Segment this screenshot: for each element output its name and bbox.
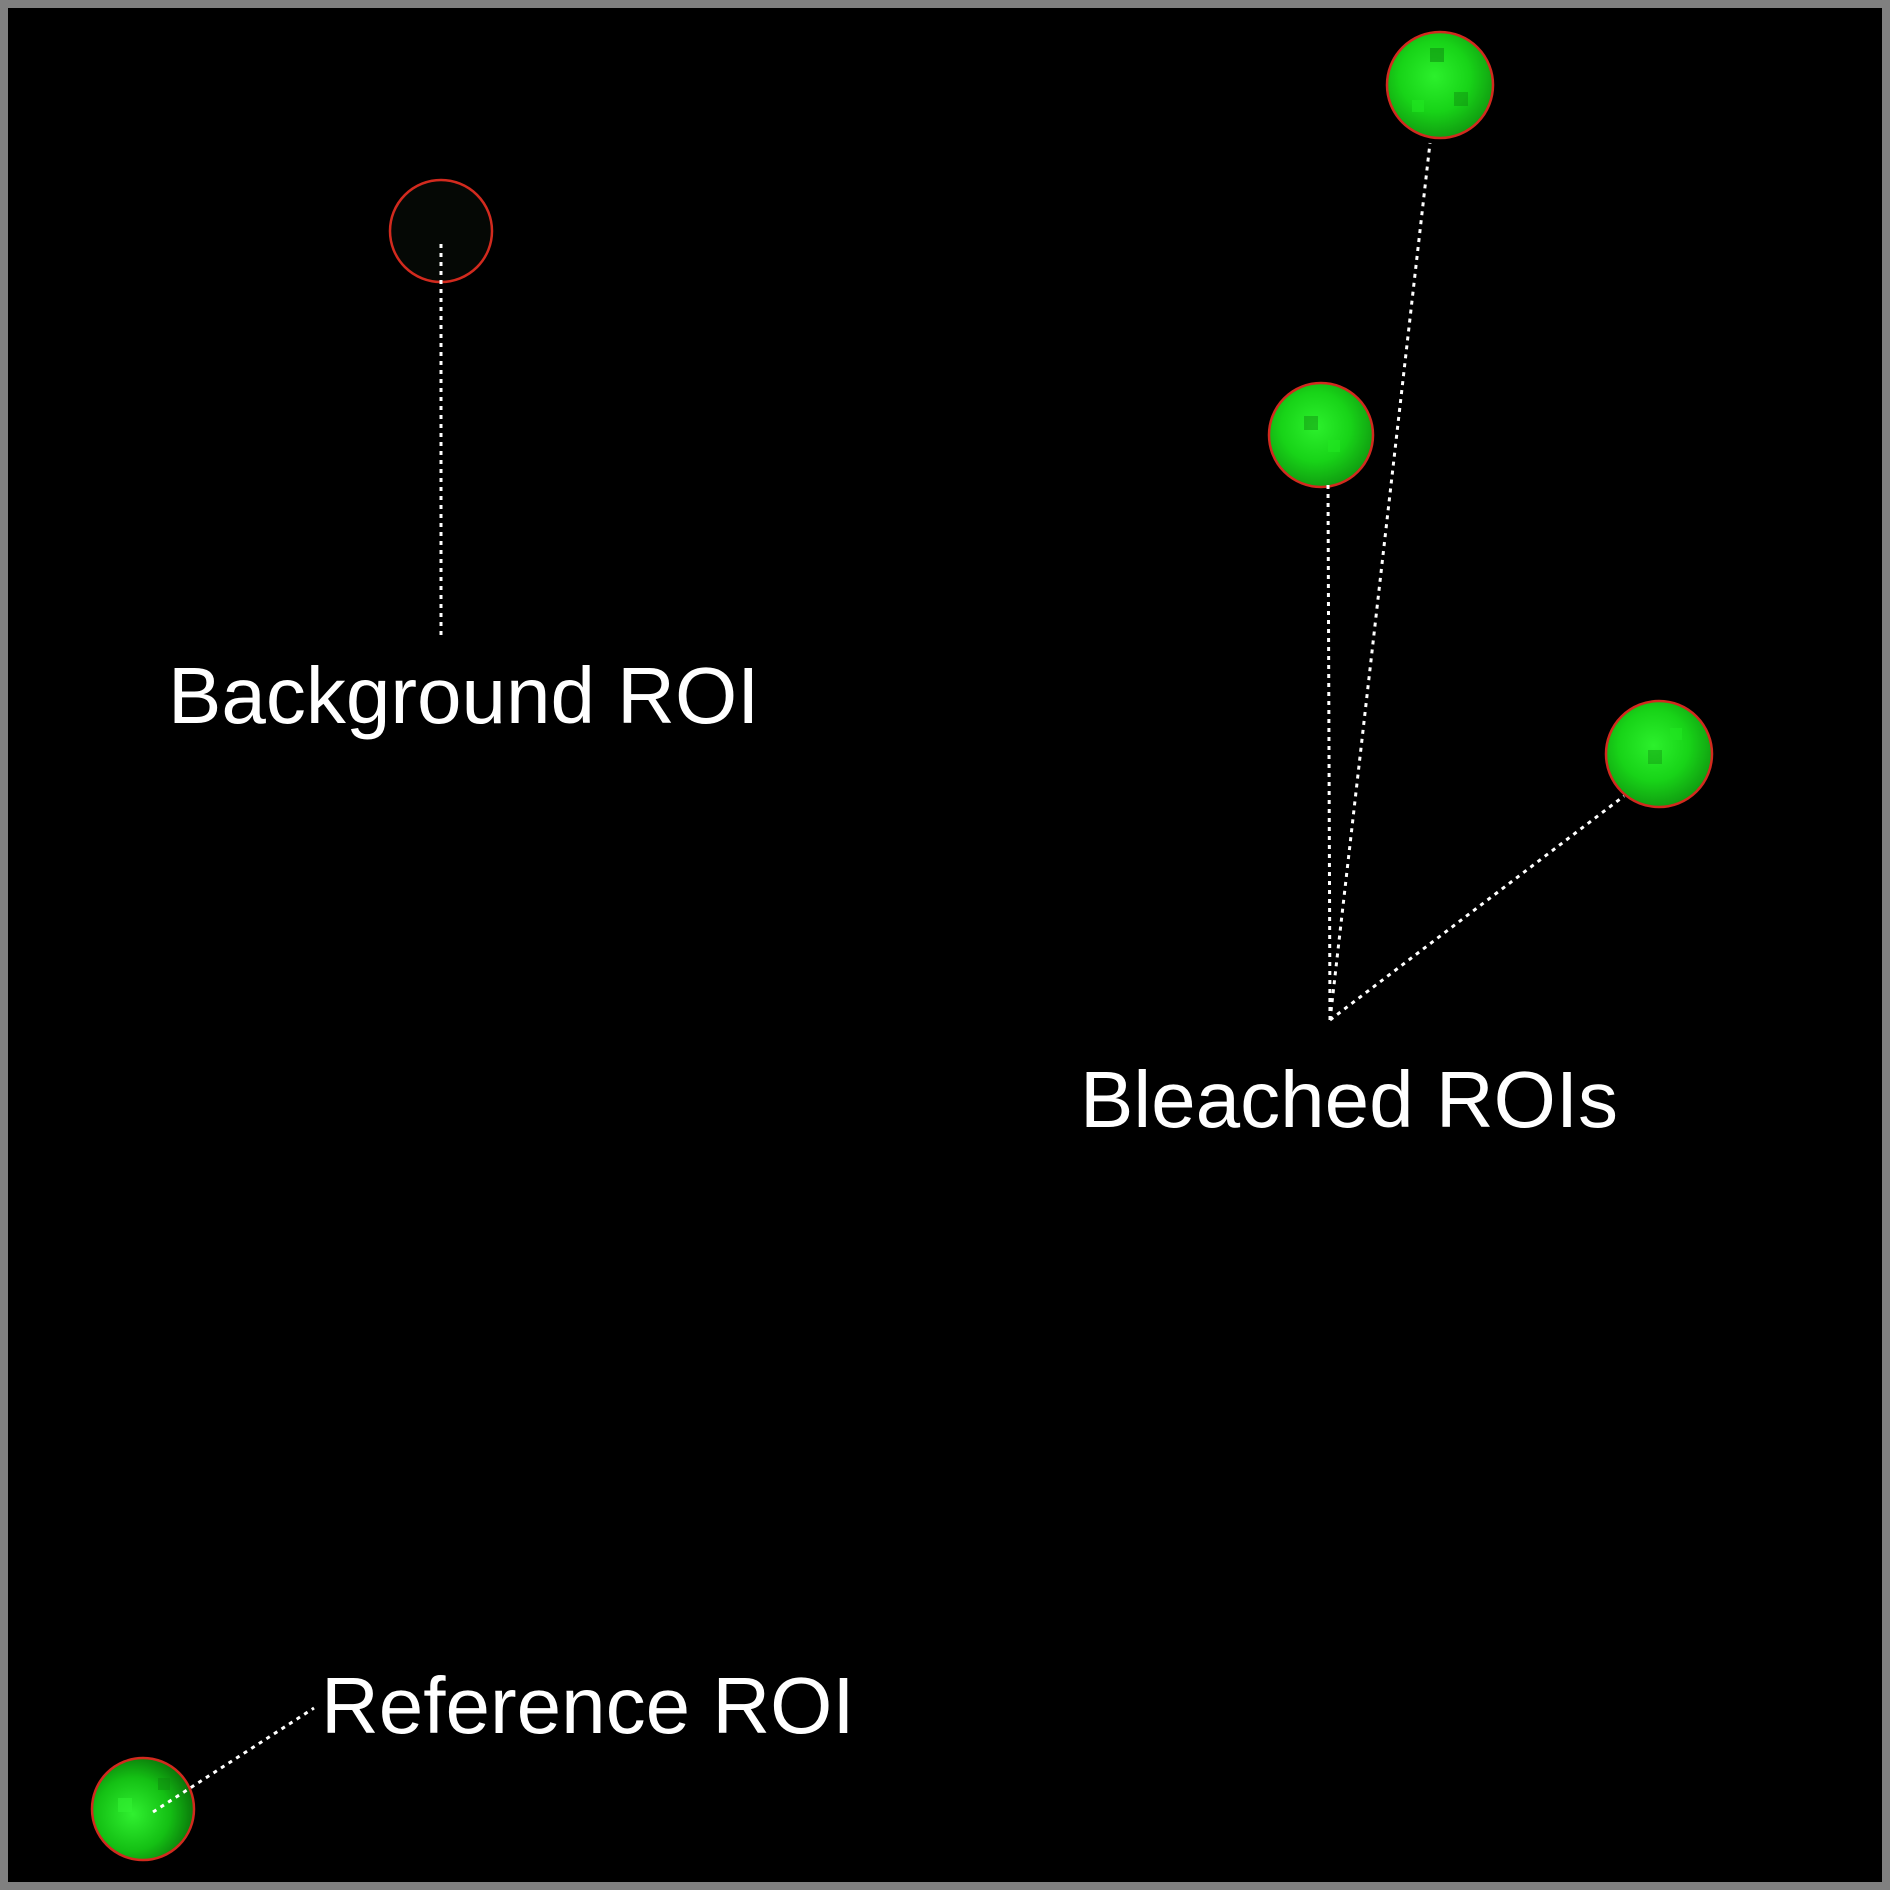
bleached-pointer-lines (1326, 142, 1625, 1022)
reference-roi (90, 1756, 196, 1862)
bleached-rois-label: Bleached ROIs (1080, 1055, 1619, 1144)
background-roi (388, 178, 494, 284)
bleached-roi-2 (1267, 381, 1375, 489)
background-roi-label: Background ROI (168, 651, 760, 740)
bleached-roi-3 (1604, 699, 1714, 809)
roi-overlay (90, 30, 1714, 1862)
bleached-roi-1 (1385, 30, 1495, 140)
reference-pointer-line (152, 1706, 315, 1814)
reference-roi-label: Reference ROI (321, 1661, 855, 1750)
